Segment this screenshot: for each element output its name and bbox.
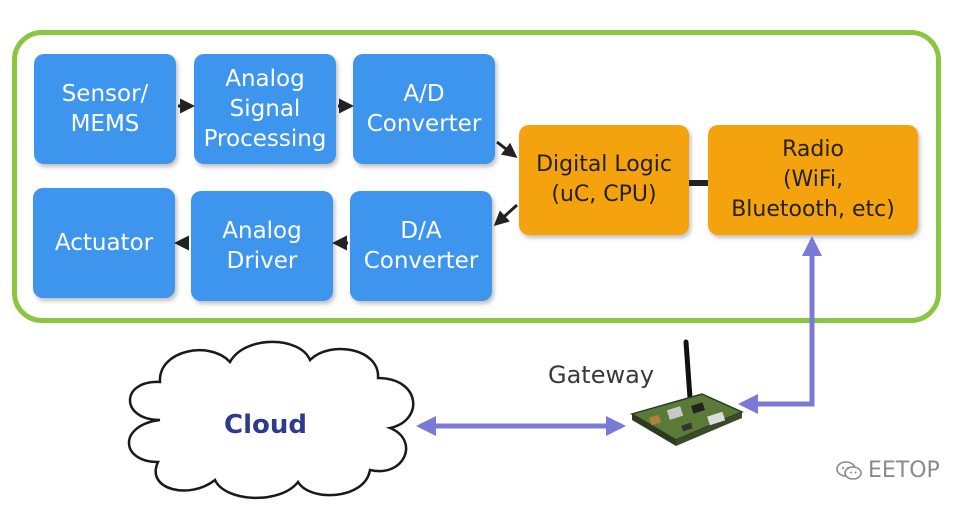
cloud-icon: [127, 340, 415, 500]
analog-driver-block: Analog Driver: [191, 191, 333, 301]
digital-logic-block: Digital Logic (uC, CPU): [519, 125, 689, 235]
sensor-mems-block: Sensor/ MEMS: [34, 54, 176, 164]
radio-block: Radio (WiFi, Bluetooth, etc): [708, 125, 918, 235]
arrow-ad-to-digital: [496, 140, 518, 158]
analog-signal-processing-block: Analog Signal Processing: [194, 54, 336, 164]
wechat-icon: [836, 460, 862, 480]
watermark: EETOP: [836, 458, 940, 483]
circuit-board-with-antenna-icon: [630, 339, 744, 446]
actuator-block: Actuator: [33, 188, 175, 298]
cloud-label: Cloud: [224, 410, 307, 440]
arrow-digital-to-da: [493, 203, 519, 227]
watermark-text: EETOP: [868, 458, 940, 483]
gateway-label: Gateway: [548, 361, 655, 389]
ad-converter-block: A/D Converter: [353, 54, 495, 164]
arrow-radio-gateway: [738, 236, 822, 414]
device-boundary-frame: [12, 30, 941, 323]
da-converter-block: D/A Converter: [350, 191, 492, 301]
